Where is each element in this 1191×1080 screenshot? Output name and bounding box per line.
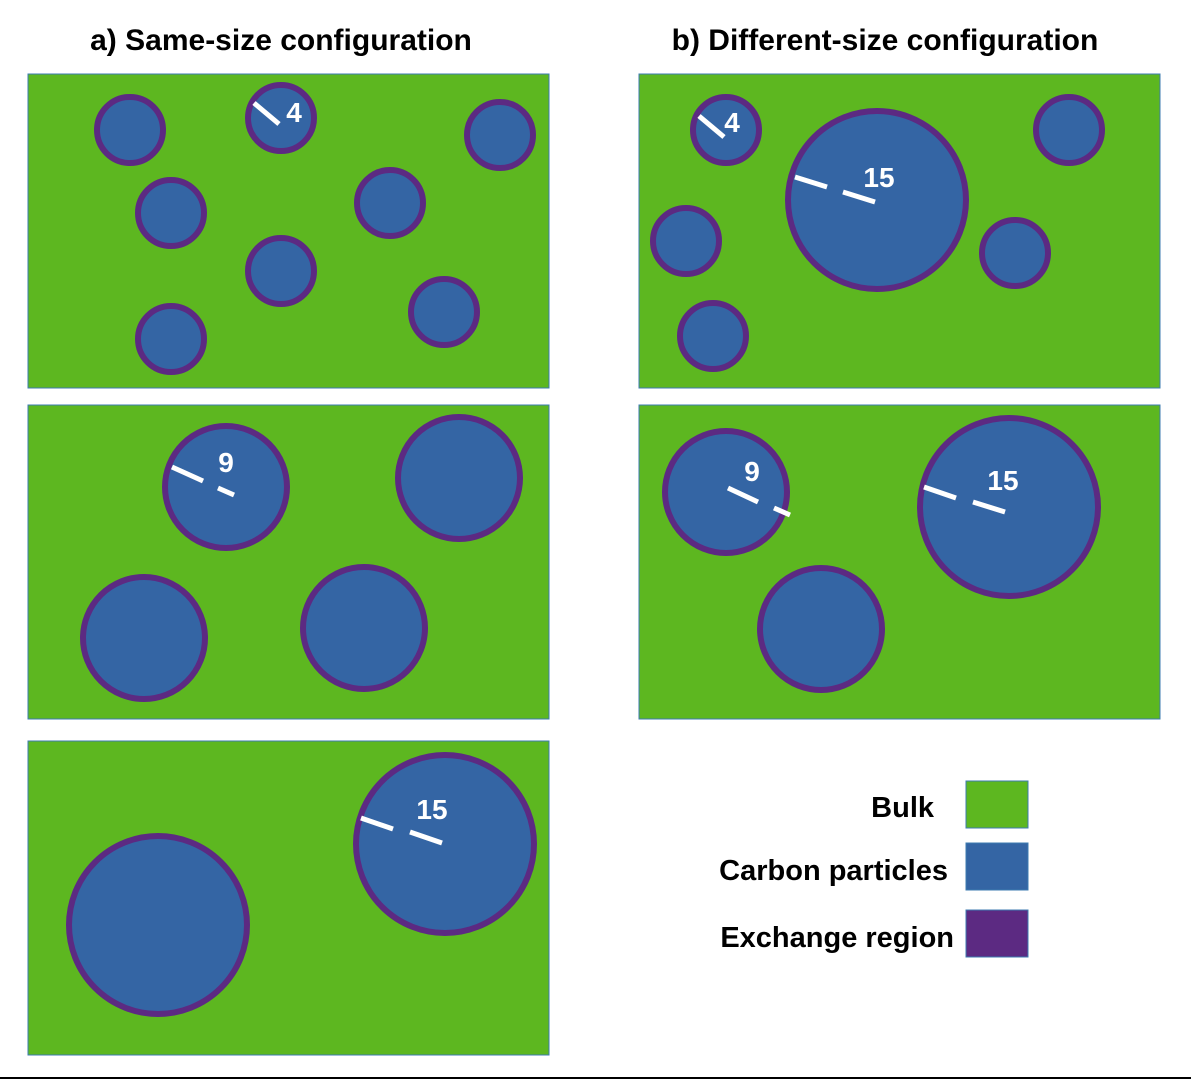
particle-small	[245, 82, 317, 154]
particle-small	[354, 167, 426, 239]
particle-medium	[395, 414, 523, 542]
radius-label-9: 9	[744, 456, 760, 487]
particle-small	[464, 99, 536, 171]
particle-medium	[757, 565, 885, 693]
panel-b-large-medium: 9 15	[638, 404, 1161, 720]
particle-small	[1033, 94, 1105, 166]
particle-medium	[662, 428, 790, 556]
radius-marker	[216, 485, 236, 498]
particle-small	[135, 303, 207, 375]
radius-marker	[842, 189, 876, 205]
title-different-size: b) Different-size configuration	[672, 24, 1099, 57]
radius-label-9: 9	[218, 447, 234, 478]
particle-medium	[162, 423, 290, 551]
radius-marker	[972, 499, 1006, 515]
particle-small	[245, 235, 317, 307]
title-same-size: a) Same-size configuration	[90, 24, 472, 57]
panel-a-medium: 9	[27, 404, 550, 720]
particle-small	[408, 276, 480, 348]
legend-label-exchange: Exchange region	[720, 922, 954, 954]
radius-label-15: 15	[416, 794, 447, 825]
radius-marker	[697, 114, 726, 139]
particle-large	[785, 108, 969, 292]
particle-small	[94, 94, 166, 166]
particle-small	[979, 217, 1051, 289]
particle-large	[353, 752, 537, 936]
radius-marker	[252, 101, 281, 126]
radius-marker	[170, 464, 205, 484]
particle-small	[677, 300, 749, 372]
legend-swatch-bulk	[965, 780, 1029, 829]
radius-marker	[726, 485, 760, 505]
radius-marker	[409, 829, 443, 846]
radius-label-4: 4	[724, 107, 740, 138]
panel-a-large: 15	[27, 740, 550, 1056]
legend-label-carbon: Carbon particles	[719, 855, 948, 887]
panel-b-large-small: 4 15	[638, 73, 1161, 389]
particle-large	[917, 415, 1101, 599]
radius-marker	[794, 174, 828, 190]
radius-label-4: 4	[286, 97, 302, 128]
radius-marker	[923, 484, 957, 501]
radius-marker	[772, 505, 792, 518]
particle-small	[650, 205, 722, 277]
particle-small	[690, 94, 762, 166]
panel-a-small: 4	[27, 73, 550, 389]
particle-large	[66, 833, 250, 1017]
particle-medium	[80, 574, 208, 702]
radius-marker	[360, 815, 394, 832]
radius-label-15: 15	[987, 465, 1018, 496]
legend-swatch-exchange	[965, 909, 1029, 958]
legend-label-bulk: Bulk	[871, 792, 935, 824]
legend: Bulk Carbon particles Exchange region	[719, 780, 1029, 958]
particle-medium	[300, 564, 428, 692]
radius-label-15: 15	[863, 162, 894, 193]
particle-small	[135, 177, 207, 249]
legend-swatch-carbon	[965, 842, 1029, 891]
